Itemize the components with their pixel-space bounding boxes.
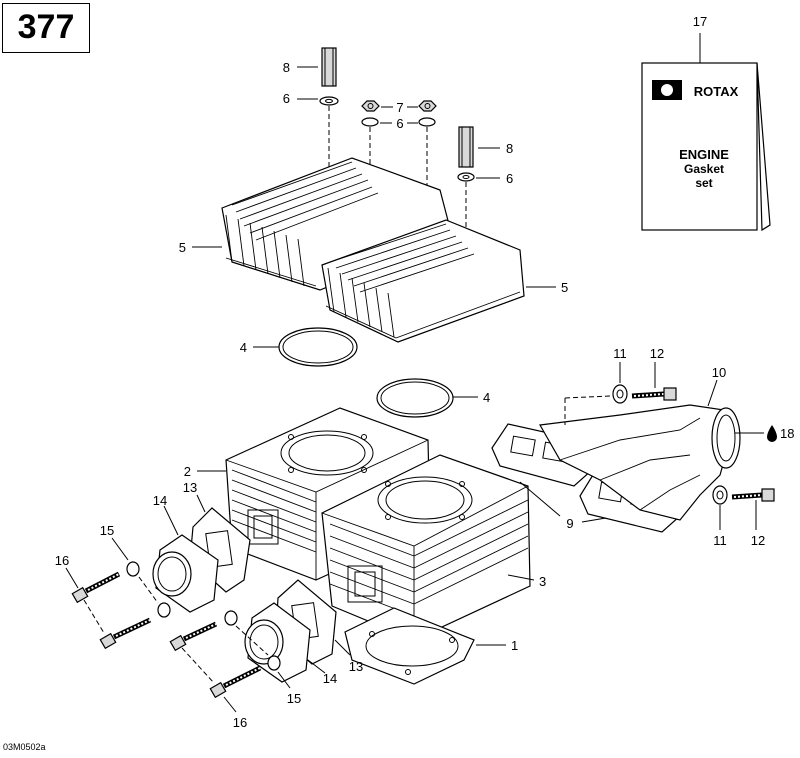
intake-washer-front-bottom xyxy=(267,655,281,671)
kit-title-line3: set xyxy=(695,176,712,190)
intake-washer-rear-top xyxy=(126,561,140,577)
exhaust-washer-bottom xyxy=(712,485,728,505)
callout-5-left: 5 xyxy=(179,240,186,255)
intake-manifold-rear xyxy=(152,534,219,613)
exhaust-manifold xyxy=(539,404,741,521)
washer-left-top xyxy=(319,96,339,106)
callout-6-right: 6 xyxy=(506,171,513,186)
callout-13-rear: 13 xyxy=(183,480,197,495)
callout-15-front: 15 xyxy=(287,691,301,706)
booklet-spine xyxy=(756,62,771,232)
sealant-drop-icon xyxy=(767,425,777,442)
intake-bolt-front-bottom xyxy=(209,665,262,699)
page-number-box: 377 xyxy=(2,3,90,53)
cylinder-head-front xyxy=(321,219,525,343)
intake-manifold-front xyxy=(244,602,311,683)
callout-5-right: 5 xyxy=(561,280,568,295)
washer-center-right xyxy=(418,117,436,127)
callout-11-top: 11 xyxy=(613,346,627,361)
callout-11-bottom: 11 xyxy=(713,533,727,548)
callout-16-rear: 16 xyxy=(55,553,69,568)
callout-4-left: 4 xyxy=(240,340,247,355)
cylinder-base-gasket xyxy=(344,607,475,685)
cylinder-front xyxy=(321,454,531,641)
washer-right-top xyxy=(457,172,475,182)
callout-1: 1 xyxy=(511,638,518,653)
exhaust-washer-top xyxy=(612,384,628,404)
callout-13-front: 13 xyxy=(349,659,363,674)
callout-18: 18 xyxy=(780,426,794,441)
callout-12-bottom: 12 xyxy=(751,533,765,548)
callout-10: 10 xyxy=(712,365,726,380)
callout-9: 9 xyxy=(566,516,573,531)
callout-2: 2 xyxy=(184,464,191,479)
exhaust-bolt-bottom xyxy=(731,488,775,502)
callout-7: 7 xyxy=(396,100,403,115)
intake-washer-front-top xyxy=(224,610,238,626)
intake-bolt-front-top xyxy=(169,621,218,652)
head-stud-left xyxy=(321,47,337,87)
kit-title-line1: ENGINE xyxy=(679,147,729,162)
gasket-kit-booklet: ROTAX ENGINE Gasket set xyxy=(641,62,771,232)
intake-bolt-rear-top xyxy=(71,571,121,604)
callout-8-right: 8 xyxy=(506,141,513,156)
rotax-brand-text: ROTAX xyxy=(694,84,739,99)
head-gasket-ring-right xyxy=(376,378,454,418)
head-stud-right xyxy=(458,126,474,168)
intake-washer-rear-bottom xyxy=(157,602,171,618)
washer-center-left xyxy=(361,117,379,127)
kit-title-line2: Gasket xyxy=(684,162,724,176)
callout-14-front: 14 xyxy=(323,671,337,686)
callout-15-rear: 15 xyxy=(100,523,114,538)
callout-8-left: 8 xyxy=(283,60,290,75)
diagram-reference-code: 03M0502a xyxy=(3,742,46,752)
callout-16-front: 16 xyxy=(233,715,247,730)
callout-4-right: 4 xyxy=(483,390,490,405)
rotax-logo-emblem xyxy=(661,84,673,96)
exhaust-bolt-top xyxy=(631,387,677,401)
callout-14-rear: 14 xyxy=(153,493,167,508)
head-nut-left xyxy=(361,100,380,112)
callout-12-top: 12 xyxy=(650,346,664,361)
callout-6-center: 6 xyxy=(396,116,403,131)
head-gasket-ring-left xyxy=(278,327,358,367)
intake-bolt-rear-bottom xyxy=(99,617,152,650)
callout-17: 17 xyxy=(693,14,707,29)
callout-3: 3 xyxy=(539,574,546,589)
callout-6-left: 6 xyxy=(283,91,290,106)
head-nut-right xyxy=(418,100,437,112)
